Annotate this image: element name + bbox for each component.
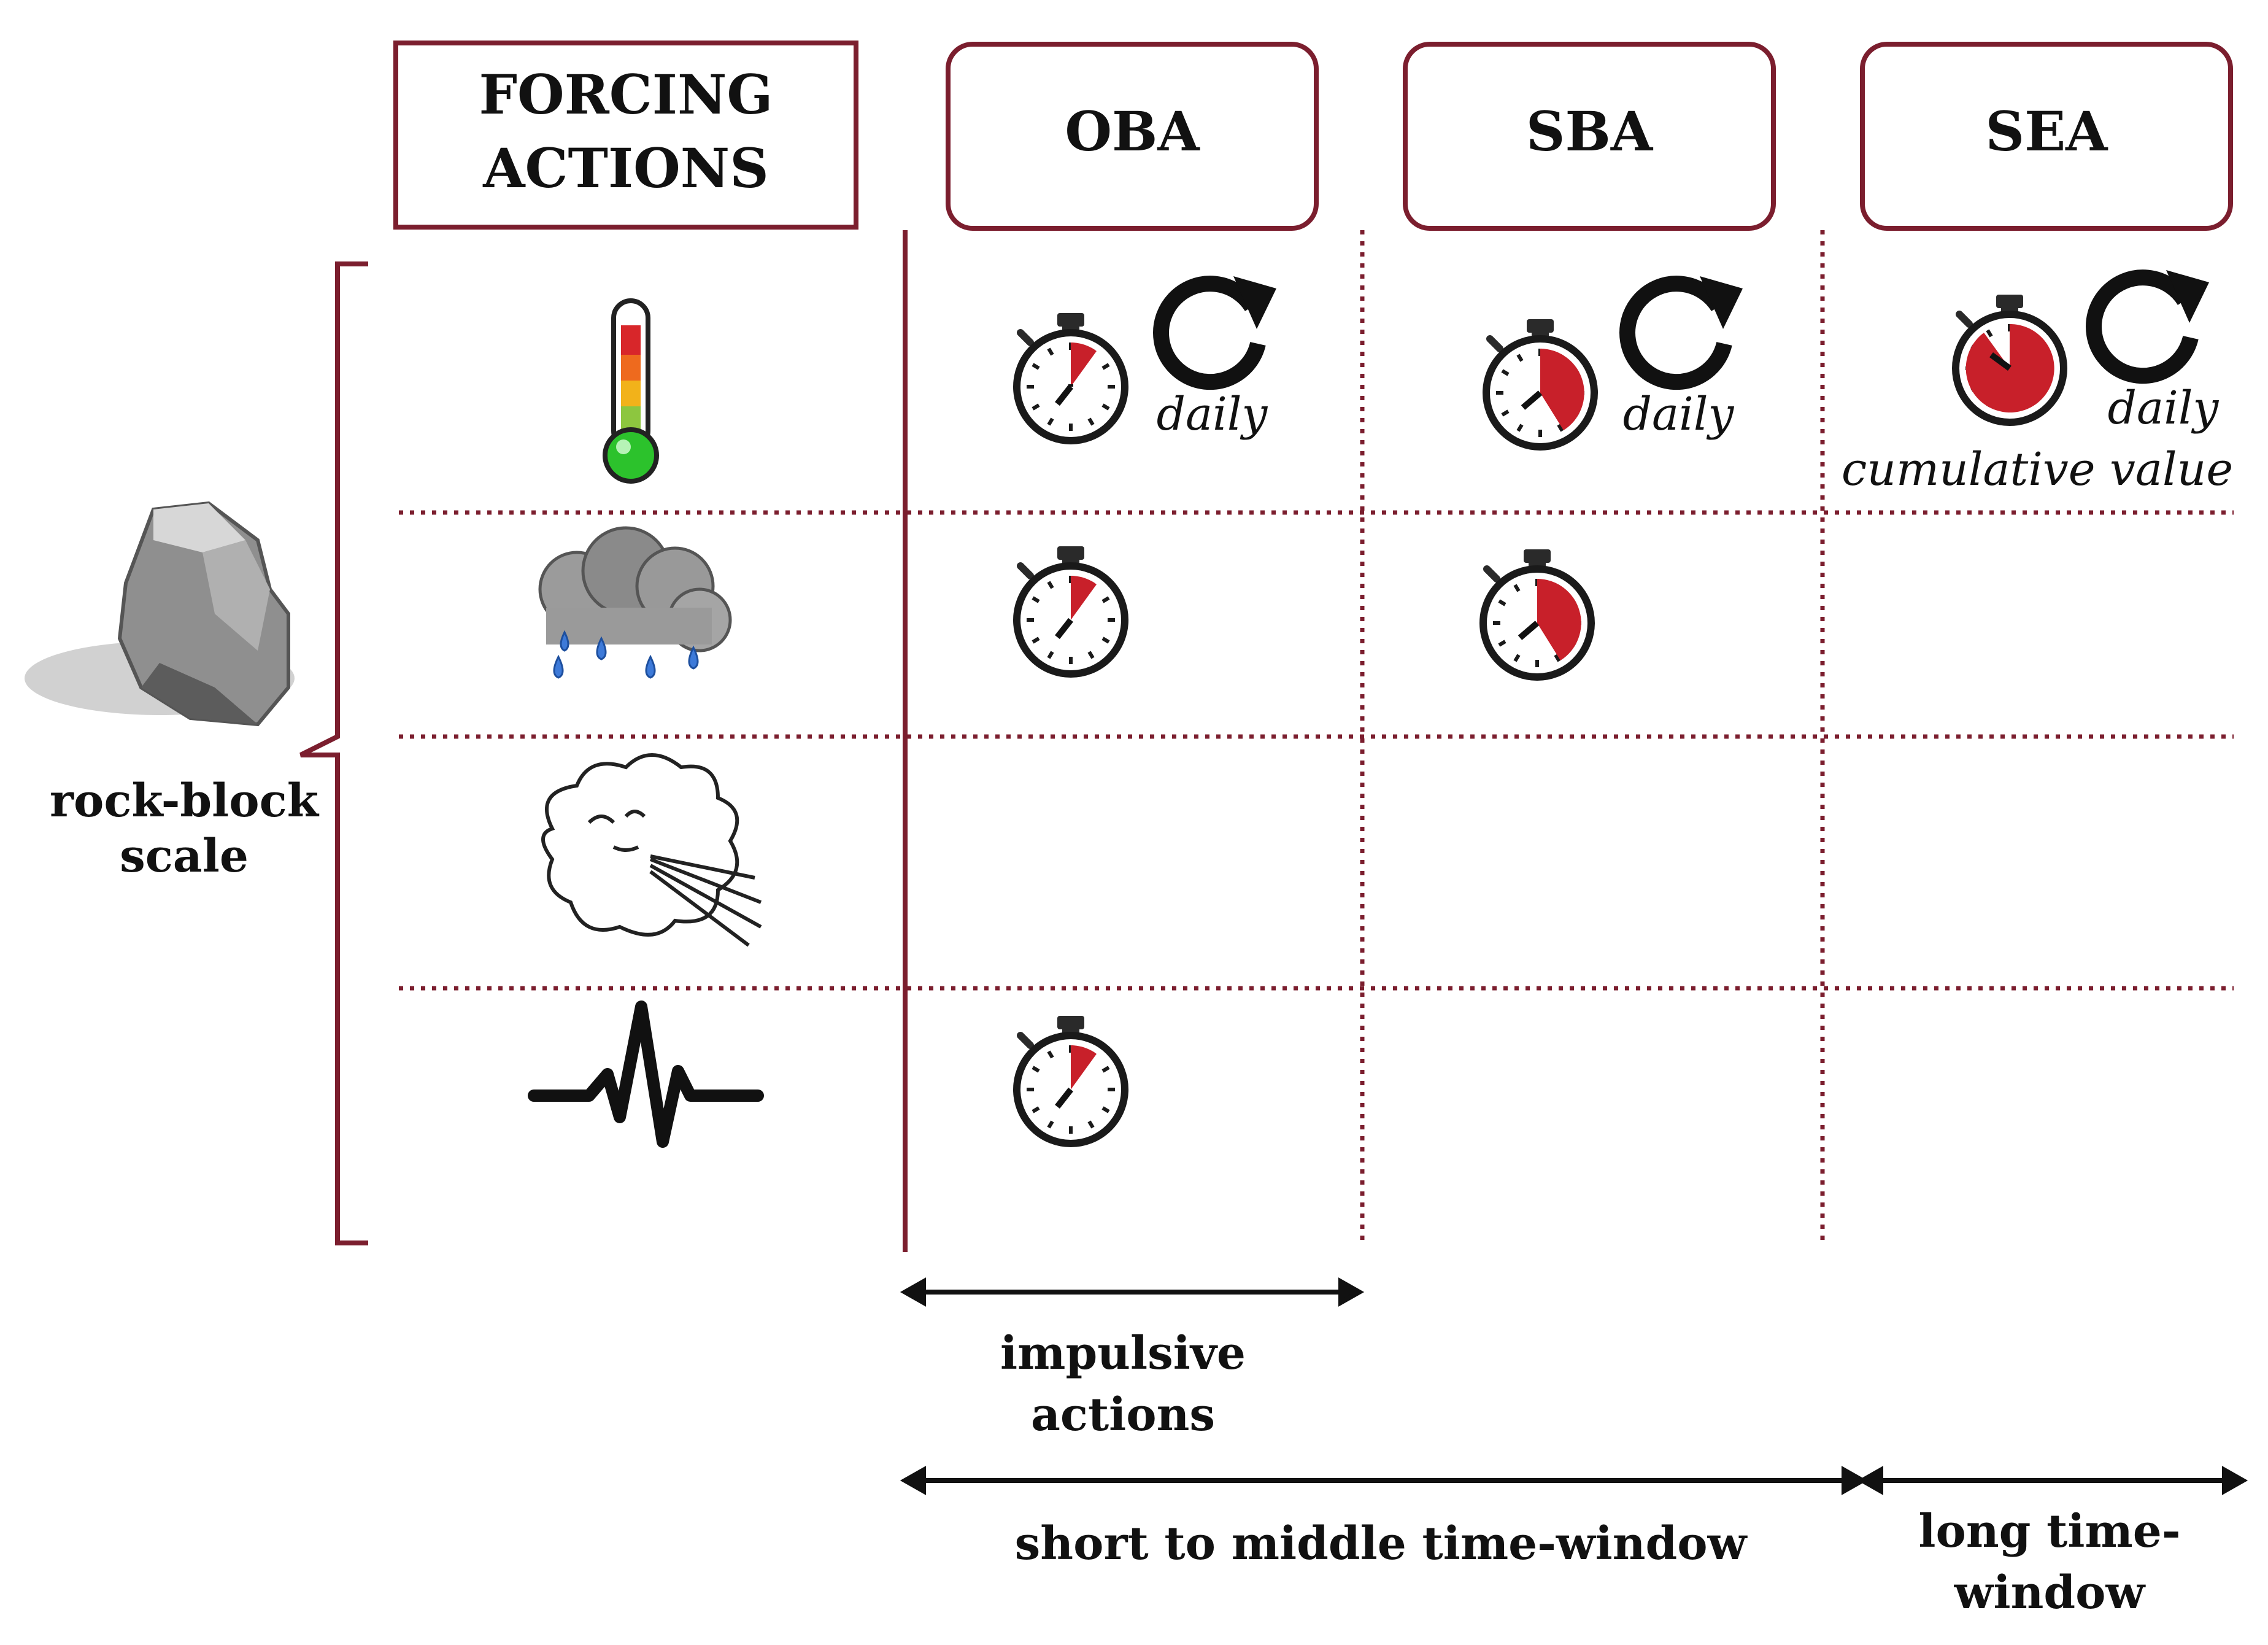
column-label-sea: SEA [1986,99,2109,163]
cumulative-value-label: cumulative value [1842,443,2233,496]
refresh-icon-oba [1161,276,1276,382]
forcing-header-line2: ACTIONS [482,136,769,200]
seismic-wave-icon [528,1001,764,1148]
stopwatch-icon-sea-temperature [1956,295,2064,422]
thermometer-icon [603,298,659,484]
grid [399,230,2234,1252]
stopwatch-icon-oba-seismic [1017,1016,1125,1144]
rock-block-label-line1: rock-block [50,775,320,827]
stopwatch-icon-sba-temperature [1486,319,1594,447]
column-header-sea: SEA [1860,42,2233,231]
impulsive-label-line2: actions [1031,1388,1215,1441]
stopwatch-icon-oba-temperature [1017,313,1125,441]
daily-label-sea: daily [2108,382,2220,435]
forcing-actions-header: FORCING ACTIONS [393,41,858,230]
short-window-label: short to middle time-window [1015,1517,1748,1570]
long-window-label-line2: window [1954,1566,2146,1619]
column-header-sba: SBA [1403,42,1776,231]
daily-label-sba: daily [1623,388,1735,441]
column-label-oba: OBA [1065,99,1200,163]
daily-label-oba: daily [1157,388,1268,441]
impulsive-actions-arrow [900,1277,1365,1307]
column-label-sba: SBA [1526,99,1654,163]
long-window-label-line1: long time- [1918,1505,2180,1558]
stopwatch-icon-sba-rain [1483,549,1591,677]
long-window-arrow [1857,1466,2248,1495]
forcing-header-line1: FORCING [479,63,773,126]
rock-block-brace [299,261,368,1245]
rain-cloud-icon [538,526,732,679]
stopwatch-icon-oba-rain [1017,546,1125,674]
rock-block-icon [25,501,295,727]
impulsive-label-line1: impulsive [1000,1327,1246,1380]
refresh-icon-sba [1627,276,1743,382]
rock-block-label-line2: scale [120,830,249,883]
wind-icon [541,753,762,947]
short-window-arrow [900,1466,1868,1495]
refresh-icon-sea [2094,270,2209,376]
column-header-oba: OBA [946,42,1319,231]
